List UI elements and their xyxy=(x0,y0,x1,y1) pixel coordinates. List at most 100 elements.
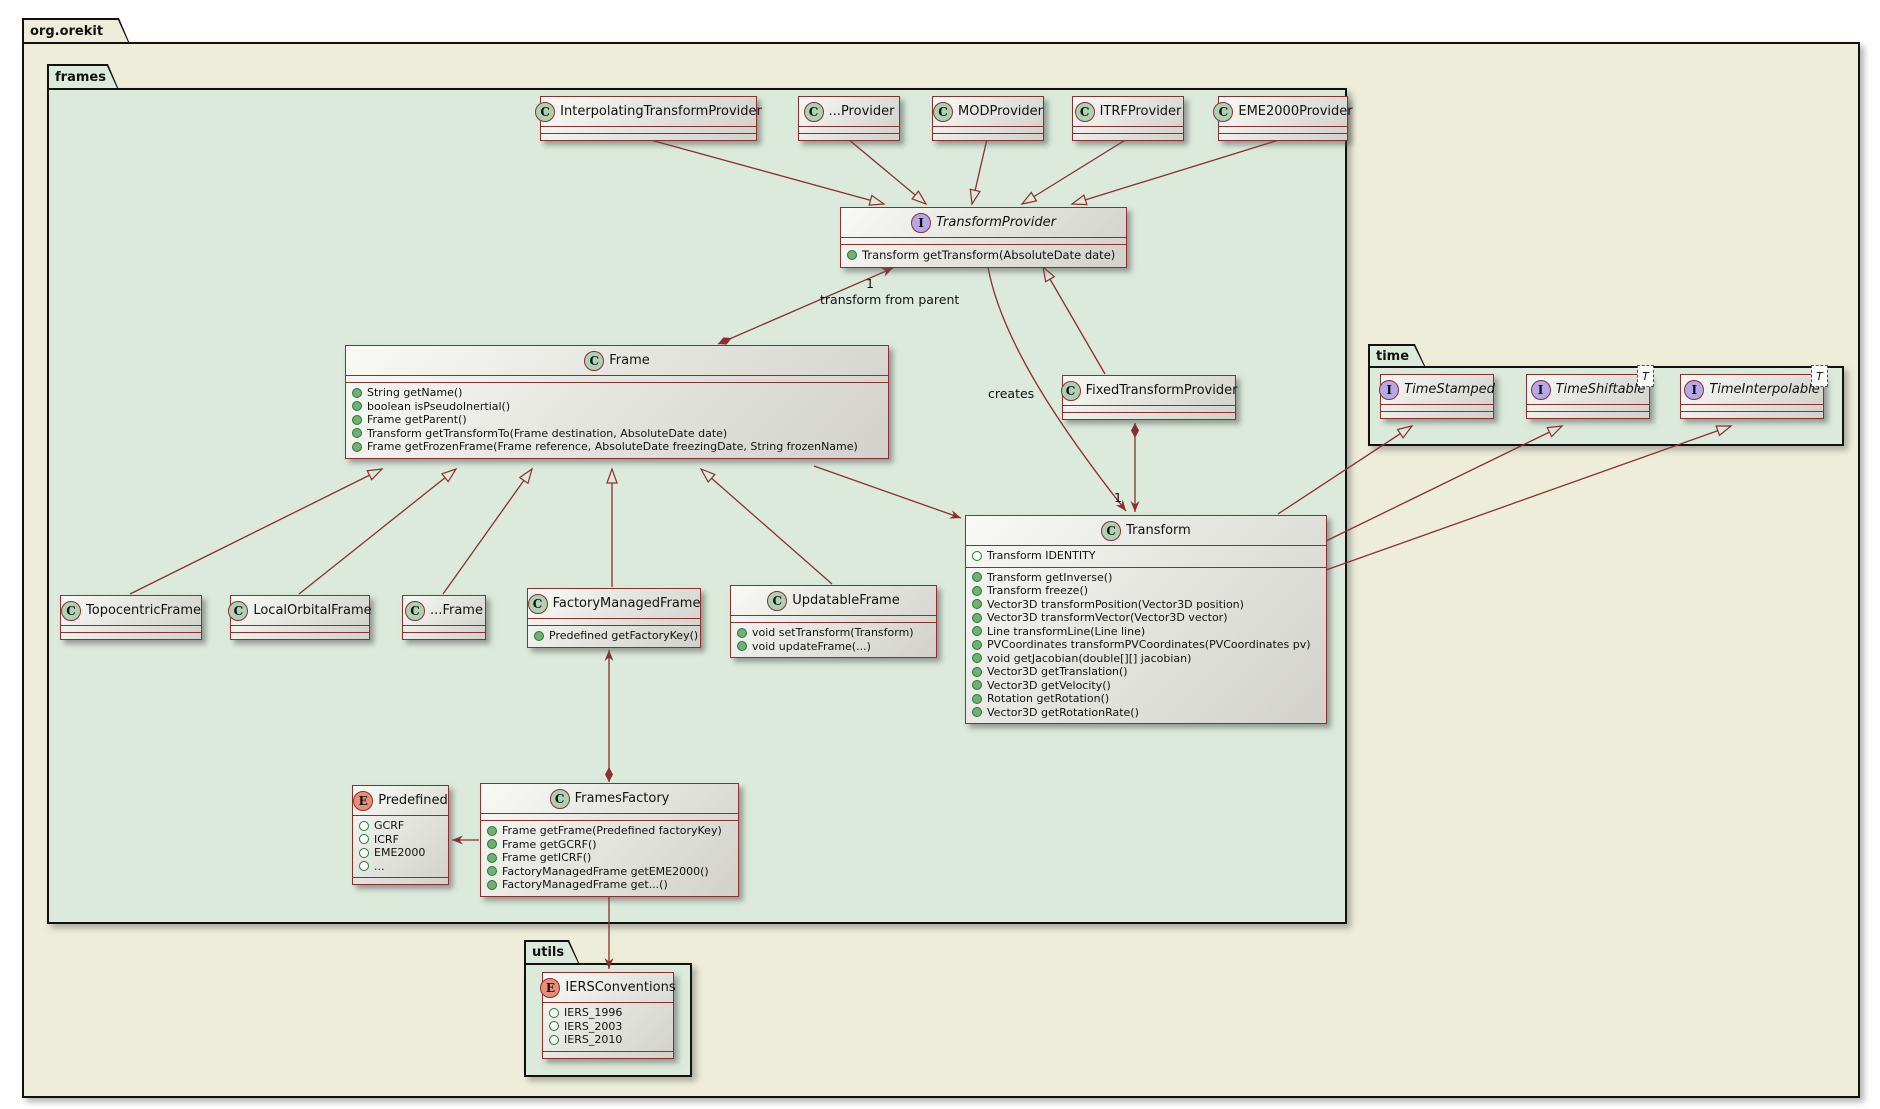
enum-iers-conventions: E IERSConventions IERS_1996 IERS_2003 IE… xyxy=(540,972,676,1059)
method: void getJacobian(double[][] jacobian) xyxy=(972,652,1320,666)
enum-value: EME2000 xyxy=(359,846,442,860)
interface-title: I TimeInterpolable xyxy=(1681,375,1823,405)
class-dots-provider: C ...Provider xyxy=(798,96,900,141)
class-badge-icon: C xyxy=(527,593,548,614)
method: Transform freeze() xyxy=(972,584,1320,598)
package-org-orekit-label: org.orekit xyxy=(24,20,128,42)
field-icon xyxy=(359,820,369,831)
method: Vector3D transformPosition(Vector3D posi… xyxy=(972,598,1320,612)
class-name: InterpolatingTransformProvider xyxy=(560,104,762,119)
methods-compartment: Transform getInverse() Transform freeze(… xyxy=(966,568,1326,724)
class-name: ITRFProvider xyxy=(1099,104,1182,119)
method-icon xyxy=(972,707,982,718)
fields-compartment xyxy=(403,626,485,633)
method-icon xyxy=(352,414,362,425)
method-icon xyxy=(487,839,497,850)
method: Vector3D getTranslation() xyxy=(972,665,1320,679)
class-name: ...Provider xyxy=(828,104,895,119)
method-icon xyxy=(487,825,497,836)
fields-compartment xyxy=(231,626,369,633)
method-icon xyxy=(972,666,982,677)
class-badge-icon: C xyxy=(1060,380,1081,401)
edge-label-transform-from-parent: transform from parent xyxy=(820,292,960,307)
method: String getName() xyxy=(352,386,882,400)
method: Frame getGCRF() xyxy=(487,838,732,852)
class-interpolating-transform-provider: C InterpolatingTransformProvider xyxy=(535,96,762,141)
interface-time-stamped: I TimeStamped xyxy=(1379,374,1495,419)
field-icon xyxy=(359,847,369,858)
package-org-orekit-tab: org.orekit xyxy=(22,18,130,44)
field-icon xyxy=(549,1034,559,1045)
class-title: C UpdatableFrame xyxy=(731,586,936,616)
enum-value: ... xyxy=(359,860,442,874)
methods-compartment: String getName() boolean isPseudoInertia… xyxy=(346,383,888,458)
methods-compartment xyxy=(231,633,369,639)
enum-name: Predefined xyxy=(378,793,448,808)
field-icon xyxy=(359,861,369,872)
method-icon xyxy=(352,401,362,412)
class-name: Transform xyxy=(1126,523,1191,538)
interface-badge-icon: I xyxy=(1684,379,1705,400)
methods-compartment xyxy=(933,134,1043,140)
interface-name: TimeStamped xyxy=(1404,382,1495,397)
generic-type-tab: T xyxy=(1811,365,1828,387)
method-icon xyxy=(352,428,362,439)
method: Line transformLine(Line line) xyxy=(972,625,1320,639)
interface-transform-provider: I TransformProvider Transform getTransfo… xyxy=(840,207,1127,268)
class-name: FramesFactory xyxy=(574,791,670,806)
package-time-tab: time xyxy=(1368,344,1426,368)
fields-compartment: IERS_1996 IERS_2003 IERS_2010 xyxy=(543,1003,673,1052)
method: Transform getInverse() xyxy=(972,571,1320,585)
interface-name: TransformProvider xyxy=(936,215,1056,230)
method: void updateFrame(...) xyxy=(737,640,930,654)
class-badge-icon: C xyxy=(767,590,788,611)
class-itrf-provider: C ITRFProvider xyxy=(1072,96,1184,141)
fields-compartment xyxy=(1681,405,1823,412)
method: Vector3D getVelocity() xyxy=(972,679,1320,693)
method: Frame getFrame(Predefined factoryKey) xyxy=(487,824,732,838)
enum-badge-icon: E xyxy=(353,790,374,811)
class-title: C FramesFactory xyxy=(481,784,738,814)
enum-name: IERSConventions xyxy=(565,980,676,995)
class-title: C ...Provider xyxy=(799,97,899,127)
class-updatable-frame: C UpdatableFrame void setTransform(Trans… xyxy=(730,585,937,658)
method-icon xyxy=(352,441,362,452)
class-name: ...Frame xyxy=(430,603,483,618)
methods-compartment xyxy=(61,633,201,639)
package-utils-tab: utils xyxy=(524,940,580,965)
fields-compartment xyxy=(1219,127,1347,134)
method-icon xyxy=(737,641,747,652)
class-badge-icon: C xyxy=(549,788,570,809)
package-time-label: time xyxy=(1370,346,1424,366)
method-icon xyxy=(847,250,857,261)
class-mod-provider: C MODProvider xyxy=(932,96,1044,141)
methods-compartment: Frame getFrame(Predefined factoryKey) Fr… xyxy=(481,821,738,896)
methods-compartment xyxy=(1381,412,1493,418)
multiplicity-label-transform: 1 xyxy=(1114,490,1122,505)
class-factory-managed-frame: C FactoryManagedFrame Predefined getFact… xyxy=(527,588,701,648)
methods-compartment xyxy=(1681,412,1823,418)
enum-value: IERS_2003 xyxy=(549,1020,667,1034)
interface-name: TimeInterpolable xyxy=(1709,382,1820,397)
method: Vector3D transformVector(Vector3D vector… xyxy=(972,611,1320,625)
method: PVCoordinates transformPVCoordinates(PVC… xyxy=(972,638,1320,652)
methods-compartment xyxy=(1073,134,1183,140)
class-name: UpdatableFrame xyxy=(792,593,900,608)
class-name: FactoryManagedFrame xyxy=(552,596,701,611)
class-badge-icon: C xyxy=(61,600,82,621)
methods-compartment xyxy=(541,134,756,140)
interface-title: I TransformProvider xyxy=(841,208,1126,238)
interface-name: TimeShiftable xyxy=(1555,382,1646,397)
enum-predefined: E Predefined GCRF ICRF EME2000 ... xyxy=(352,785,449,885)
method-icon xyxy=(972,572,982,583)
class-badge-icon: C xyxy=(535,101,556,122)
method: FactoryManagedFrame getEME2000() xyxy=(487,865,732,879)
class-title: C Transform xyxy=(966,516,1326,546)
interface-badge-icon: I xyxy=(1530,379,1551,400)
fields-compartment: GCRF ICRF EME2000 ... xyxy=(353,816,448,878)
class-name: FixedTransformProvider xyxy=(1085,383,1238,398)
package-frames-label: frames xyxy=(49,66,117,88)
class-frame: C Frame String getName() boolean isPseud… xyxy=(345,345,889,459)
package-utils-label: utils xyxy=(526,942,578,963)
